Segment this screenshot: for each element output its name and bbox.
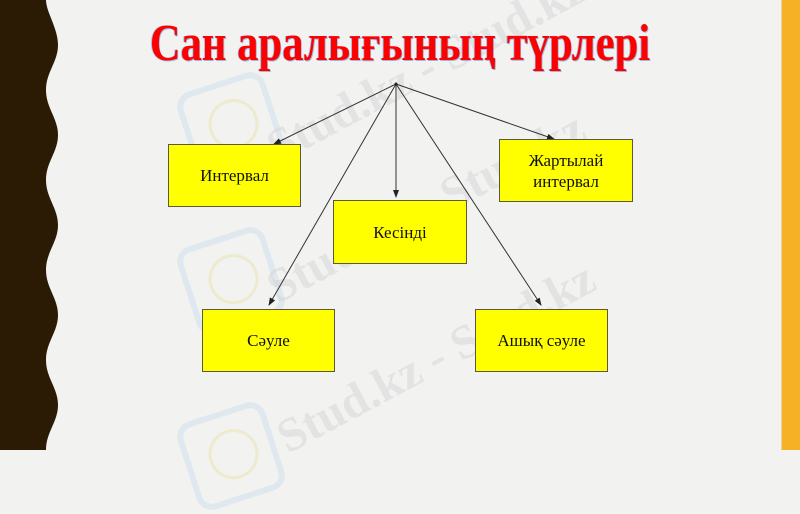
box-interval: Интервал (168, 144, 301, 207)
connector-arrows (268, 82, 555, 306)
box-zhartylai-interval: Жартылай интервал (499, 139, 633, 202)
right-accent-bar (782, 0, 800, 450)
box-ashyk-saule: Ашық сәуле (475, 309, 608, 372)
right-bar-edge (781, 0, 782, 450)
arrow-to-saule (268, 83, 397, 306)
box-label: Ашық сәуле (497, 331, 586, 350)
wavy-left-band (0, 0, 58, 450)
arrow-to-ashyk-saule (395, 83, 542, 306)
box-label: Интервал (200, 166, 269, 185)
slide: Stud.kz - Stud.kz Stud.kz - Stud.kz Stud… (0, 0, 800, 450)
box-label: Жартылай интервал (528, 150, 604, 191)
box-saule: Сәуле (202, 309, 335, 372)
arrow-to-zhartylai (395, 83, 555, 140)
box-label: Сәуле (247, 331, 290, 350)
arrow-to-interval (273, 83, 397, 145)
box-kesindi: Кесінді (333, 200, 467, 264)
box-label: Кесінді (373, 222, 427, 242)
slide-title: Сан аралығының түрлері (149, 15, 651, 72)
